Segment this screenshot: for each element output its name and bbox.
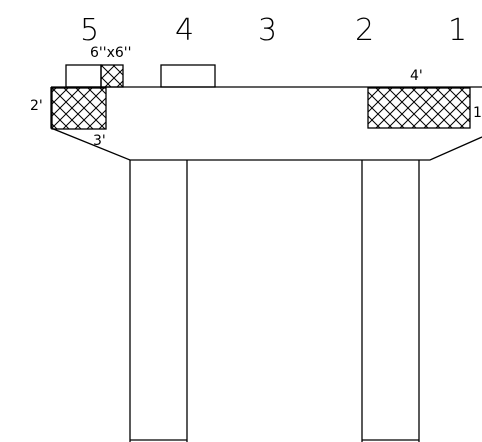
column-number-4: 4 (175, 13, 194, 48)
top-block-4 (160, 64, 216, 88)
top-block-5 (65, 64, 102, 88)
column-number-1: 1 (448, 13, 467, 48)
hatched-small-block (100, 64, 124, 88)
right-width-dimension: 4' (410, 68, 423, 84)
column-number-2: 2 (355, 13, 374, 48)
column-left (129, 160, 188, 442)
hatched-load-left (51, 87, 107, 130)
right-height-dimension: 1 (473, 105, 482, 121)
small-block-dimension: 6''x6'' (90, 45, 132, 61)
hatched-load-right (367, 87, 471, 129)
column-right (361, 160, 420, 442)
left-height-dimension: 2' (30, 98, 43, 114)
column-number-3: 3 (258, 13, 277, 48)
left-width-dimension: 3' (93, 133, 106, 149)
column-number-5: 5 (80, 13, 99, 48)
